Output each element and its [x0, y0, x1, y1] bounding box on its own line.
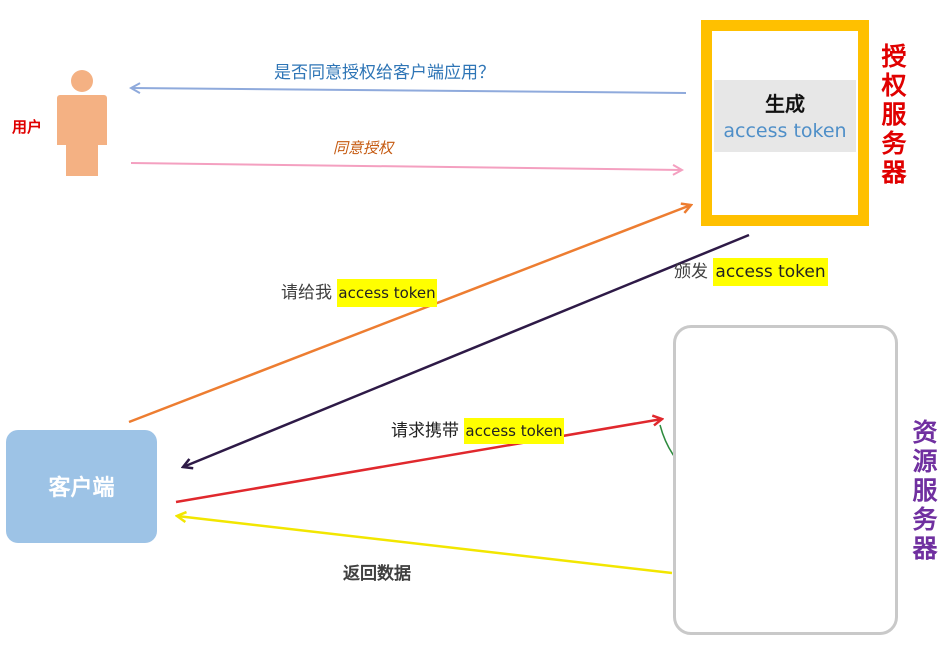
user-figure-body: [57, 95, 107, 145]
issue-token-arrow: [183, 233, 750, 467]
token-generation-box: 生成 access token: [714, 80, 856, 152]
client-box: 客户端: [6, 430, 157, 543]
database-label: 数据: [762, 569, 807, 594]
consent-arrow: [130, 162, 682, 170]
user-label: 用户: [12, 118, 43, 136]
verify-box-text: 校验 access token: [715, 374, 869, 446]
consent-label: 同意授权: [333, 139, 394, 157]
resource-server-frame: [673, 325, 898, 635]
verify-title: 校验: [775, 392, 808, 411]
auth-server-label: 授权服务器: [881, 42, 907, 187]
ask-consent-label: 是否同意授权给客户端应用？: [274, 63, 495, 83]
resource-server-label: 资源服务器: [912, 418, 938, 563]
client-label: 客户端: [48, 476, 115, 501]
request-token-label: 请给我 access token: [281, 278, 437, 307]
user-figure-legs: [66, 143, 98, 176]
request-with-token-label: 请求携带 access token: [391, 416, 564, 444]
issue-token-label: 颁发 access token: [674, 257, 828, 286]
return-data-arrow: [177, 516, 673, 575]
verify-sub: access token: [740, 411, 844, 430]
user-figure-head: [71, 70, 93, 92]
token-generation-title: 生成: [765, 92, 805, 116]
request-token-prefix: 请给我: [281, 283, 338, 303]
request-with-token-prefix: 请求携带: [391, 421, 465, 441]
request-with-token-arrow: [175, 419, 662, 504]
ask-consent-arrow: [131, 88, 687, 94]
issue-token-prefix: 颁发: [674, 262, 714, 282]
request-token-highlight: access token: [337, 279, 437, 307]
issue-token-highlight: access token: [713, 258, 828, 286]
request-with-token-highlight: access token: [464, 418, 564, 444]
return-data-label: 返回数据: [343, 564, 411, 584]
token-generation-sub: access token: [723, 120, 847, 142]
request-token-arrow: [128, 205, 691, 424]
